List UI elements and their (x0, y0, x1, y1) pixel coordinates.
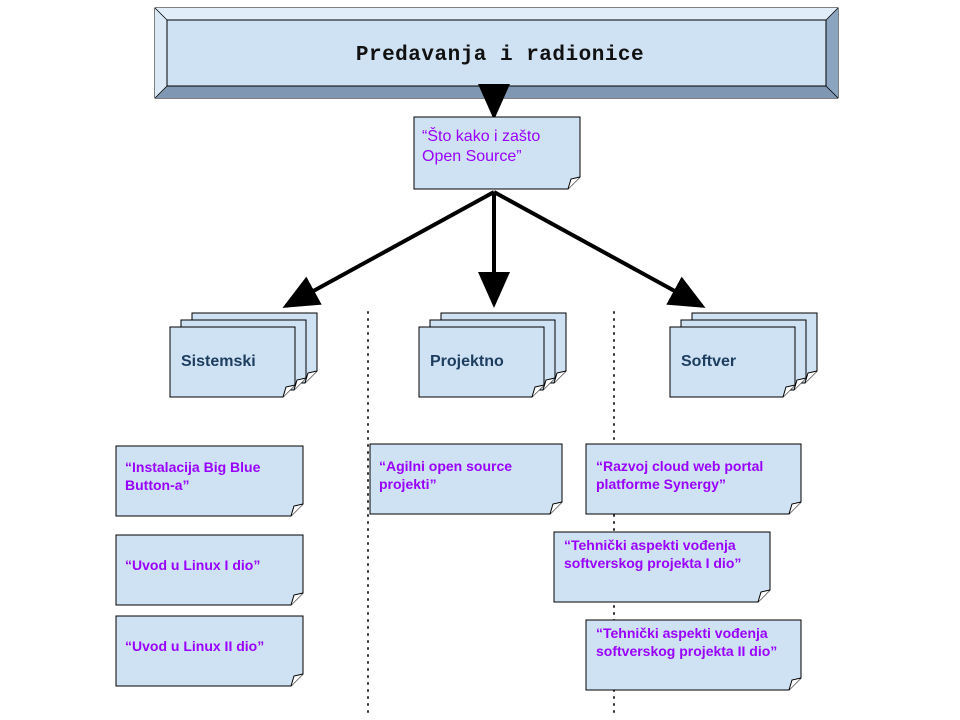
item-agilni-projekti: “Agilni open source projekti” (379, 458, 513, 492)
item-razvoj-synergy: “Razvoj cloud web portal platforme Syner… (596, 458, 764, 492)
item-tehnicki-aspekti-2: “Tehnički aspekti vođenja softverskog pr… (596, 625, 778, 659)
item-tehnicki-aspekti-1: “Tehnički aspekti vođenja softverskog pr… (564, 537, 742, 571)
title-box (154, 7, 839, 99)
item-instalacija-bbb: “Instalacija Big Blue Button-a” (125, 459, 261, 493)
item-box-uvod-linux-2 (115, 615, 304, 687)
arrow-intro-to-softver (493, 190, 706, 308)
item-box-razvoj-synergy (585, 443, 802, 515)
item-box-tehnicki-aspekti-2 (585, 619, 802, 691)
category-projektno-label: Projektno (430, 353, 504, 370)
item-box-uvod-linux-1 (115, 534, 304, 606)
category-softver-label: Softver (681, 353, 737, 370)
category-projektno-front (418, 326, 545, 398)
item-box-agilni-projekti (369, 443, 563, 515)
arrow-intro-to-sistemski (282, 190, 495, 308)
category-sistemski-label: Sistemski (181, 353, 256, 370)
item-box-instalacija-bbb (115, 445, 304, 517)
intro-node (413, 116, 581, 190)
page-title: Predavanja i radionice (355, 43, 645, 67)
intro-node-label: “Što kako i zašto Open Source” (422, 128, 541, 165)
item-uvod-linux-1: “Uvod u Linux I dio” (125, 557, 261, 573)
category-softver-front (669, 326, 796, 398)
item-uvod-linux-2: “Uvod u Linux II dio” (125, 638, 265, 654)
item-box-tehnicki-aspekti-1 (553, 531, 771, 603)
connector-arrows (282, 84, 706, 308)
category-sistemski-front (169, 326, 296, 398)
